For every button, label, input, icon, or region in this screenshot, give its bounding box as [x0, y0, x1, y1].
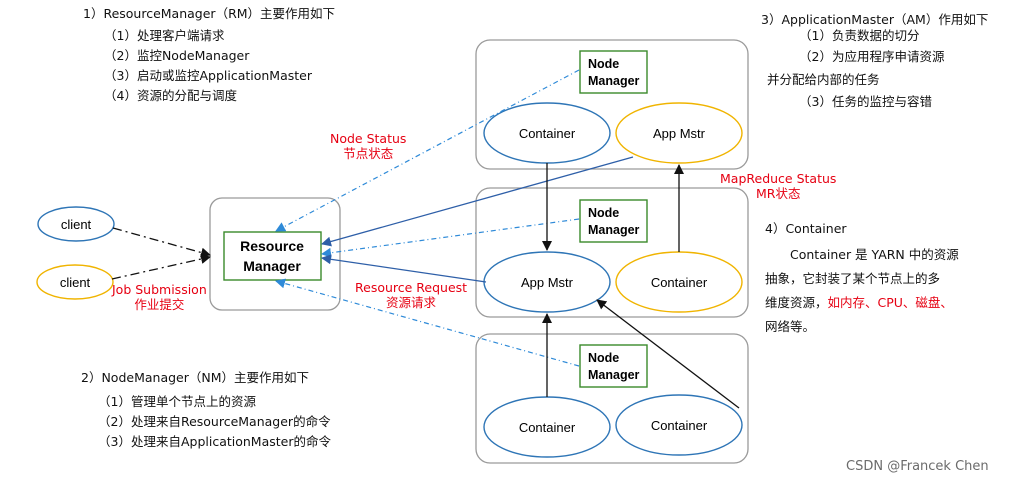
- node-status-label: Node Status 节点状态: [330, 131, 407, 161]
- node-manager-label: Node: [588, 351, 619, 365]
- resource-request-edge: [321, 254, 487, 283]
- nm-note-item: （3）处理来自ApplicationMaster的命令: [98, 434, 331, 449]
- container-note-line: 维度资源，如内存、CPU、磁盘、: [765, 295, 953, 310]
- resource-manager-box: [223, 231, 322, 281]
- container-note-highlight: 如内存、CPU、磁盘、: [827, 295, 953, 310]
- am-note-item: 并分配给内部的任务: [767, 72, 880, 87]
- am-note-item: （2）为应用程序申请资源: [799, 49, 945, 64]
- client-node-2: [36, 264, 114, 300]
- client-label: client: [60, 275, 91, 290]
- am-notes-title: 3）ApplicationMaster（AM）作用如下: [761, 12, 989, 27]
- rm-note-item: （3）启动或监控ApplicationMaster: [104, 68, 312, 83]
- node-frame-2: [475, 187, 749, 318]
- app-master-node-1: [615, 102, 743, 164]
- app-master-label: App Mstr: [653, 126, 706, 141]
- node-manager-box-3: [579, 344, 648, 388]
- node-status-edge-3: [275, 278, 580, 367]
- mapreduce-status-label: MapReduce Status MR状态: [720, 171, 837, 201]
- resource-request-label: Resource Request 资源请求: [355, 280, 468, 310]
- container-label: Container: [651, 418, 708, 433]
- rm-notes-title: 1）ResourceManager（RM）主要作用如下: [83, 6, 336, 21]
- container-label: Container: [651, 275, 708, 290]
- client-node-1: [37, 206, 115, 242]
- node-frame-1: [475, 39, 749, 170]
- job-submission-label: Job Submission 作业提交: [112, 282, 207, 312]
- node-frame-3: [475, 333, 749, 464]
- container-note-line: Container 是 YARN 中的资源: [790, 247, 959, 262]
- am-note-item: （3）任务的监控与容错: [799, 94, 932, 109]
- node-manager-box-2: [579, 199, 648, 243]
- app-master-label: App Mstr: [521, 275, 574, 290]
- node-status-edge-1: [275, 69, 580, 232]
- job-submission-edge-2: [111, 254, 211, 280]
- node-manager-label: Manager: [588, 223, 640, 237]
- nm-notes-title: 2）NodeManager（NM）主要作用如下: [81, 370, 310, 385]
- client-label: client: [61, 217, 92, 232]
- node-manager-label: Manager: [588, 368, 640, 382]
- node-manager-label: Node: [588, 206, 619, 220]
- container-note-line: 网络等。: [765, 319, 816, 334]
- nm-note-item: （1）管理单个节点上的资源: [98, 394, 256, 409]
- container-label: Container: [519, 126, 576, 141]
- container-node-3b: [615, 394, 743, 456]
- job-submission-edge-1: [112, 227, 211, 258]
- node-status-edge-2: [321, 218, 580, 258]
- rm-note-item: （2）监控NodeManager: [104, 48, 250, 63]
- container-to-appmstr-edge: [596, 299, 740, 409]
- rm-note-item: （1）处理客户端请求: [104, 28, 225, 43]
- container-note-line: 抽象，它封装了某个节点上的多: [765, 271, 941, 286]
- node-manager-box-1: [579, 50, 648, 94]
- watermark-text: CSDN @Francek Chen: [846, 459, 989, 474]
- resource-manager-label: Manager: [243, 258, 301, 274]
- resource-manager-label: Resource: [240, 238, 304, 254]
- node-manager-label: Manager: [588, 74, 640, 88]
- am-note-item: （1）负责数据的切分: [799, 28, 920, 43]
- mapreduce-status-edge: [321, 156, 634, 247]
- container-label: Container: [519, 420, 576, 435]
- nm-note-item: （2）处理来自ResourceManager的命令: [98, 414, 331, 429]
- container-notes-title: 4）Container: [765, 221, 847, 236]
- node-manager-label: Node: [588, 57, 619, 71]
- rm-note-item: （4）资源的分配与调度: [104, 88, 237, 103]
